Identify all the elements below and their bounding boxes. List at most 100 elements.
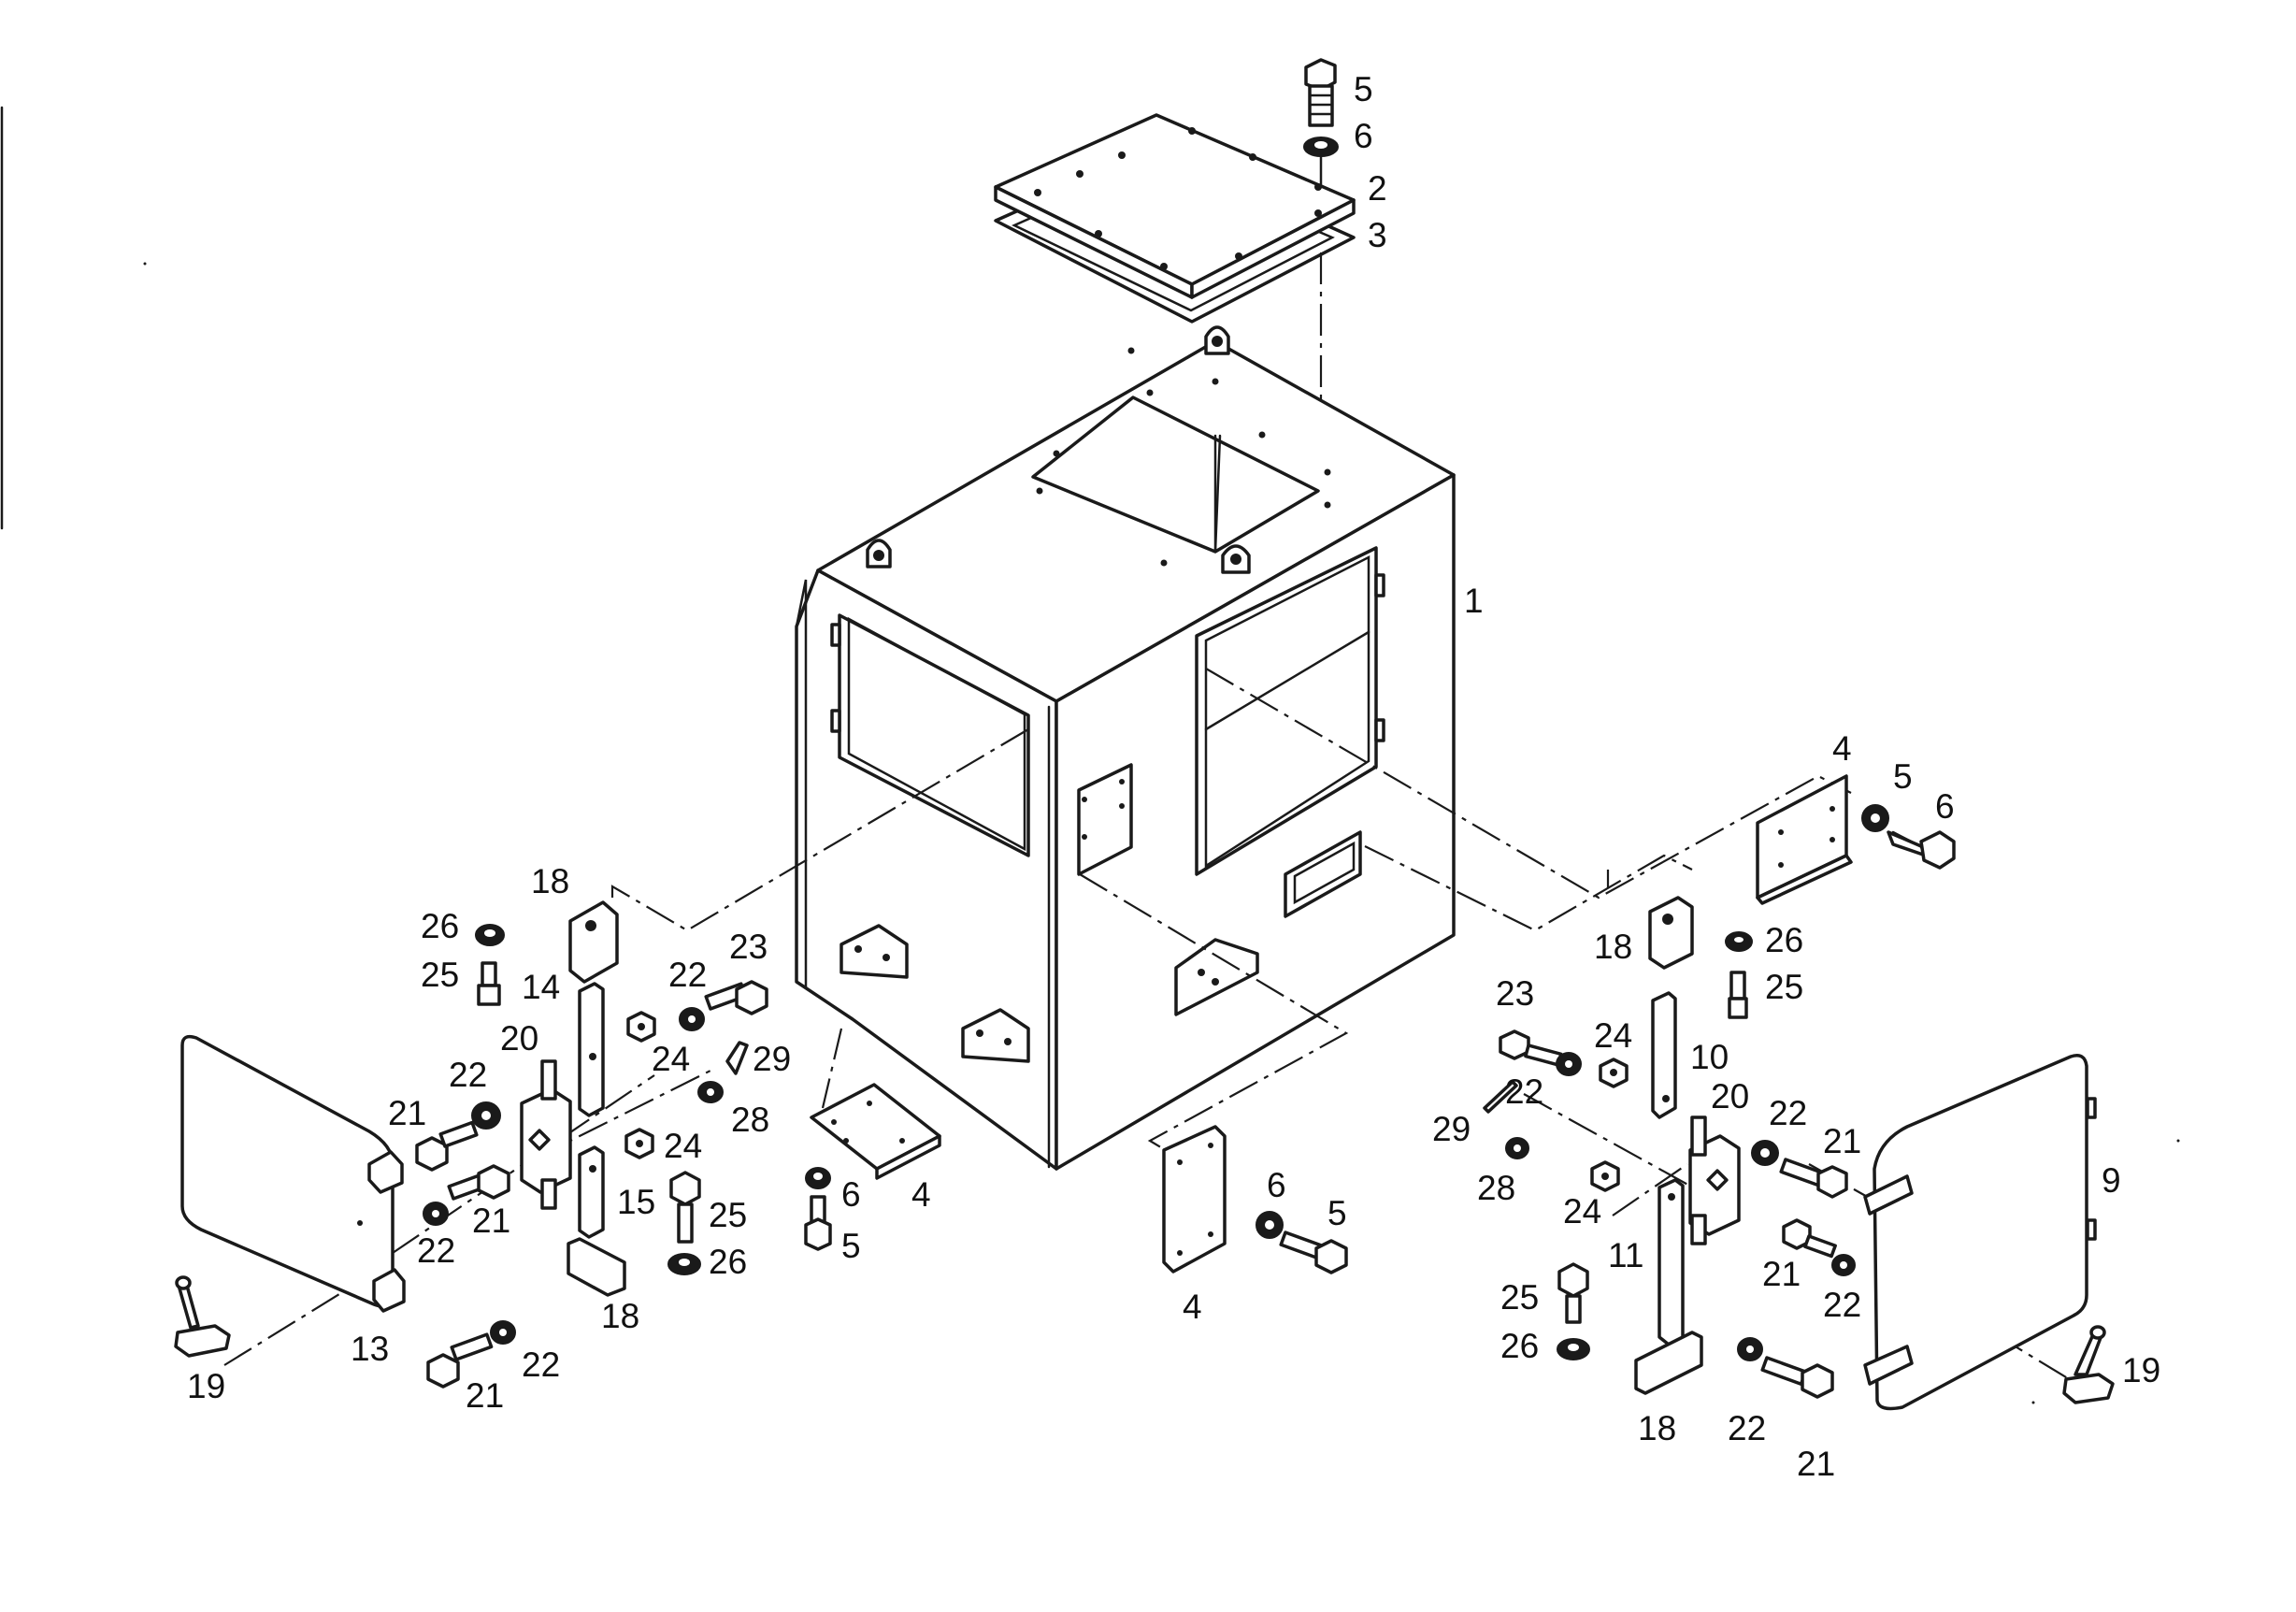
lower-left-plate <box>810 1083 941 1180</box>
callout-19-left: 19 <box>187 1367 225 1405</box>
callout-6-top: 6 <box>1354 117 1373 155</box>
lower-front-plate <box>1162 1125 1227 1274</box>
left-washer-22-a <box>679 1007 705 1031</box>
roof-bolt <box>1304 58 1337 127</box>
right-door-panel <box>1863 1054 2097 1411</box>
left-washer-28 <box>697 1081 724 1103</box>
callout-4-right: 4 <box>1832 729 1852 768</box>
left-pin-29 <box>725 1041 749 1075</box>
callout-labels: 5 6 2 3 1 4 5 6 18 26 25 23 24 10 22 20 … <box>187 70 2160 1483</box>
right-bolt-21-a <box>1779 1158 1848 1199</box>
left-washer-22-d <box>490 1320 516 1345</box>
callout-4-front: 4 <box>1183 1288 1202 1326</box>
right-handle-19 <box>2062 1325 2115 1404</box>
callout-13: 13 <box>351 1330 389 1368</box>
right-bolt-23 <box>1499 1029 1563 1067</box>
lower-front-washer <box>1256 1211 1284 1239</box>
right-washer-26-bot <box>1557 1338 1590 1360</box>
cab-body <box>795 325 1456 1171</box>
callout-22-left-c: 22 <box>417 1231 455 1270</box>
roof-washer <box>1303 137 1339 157</box>
left-bolt-21-a <box>415 1120 479 1172</box>
left-nut-24-top <box>626 1011 656 1043</box>
callout-21-right-c: 21 <box>1797 1445 1835 1483</box>
left-washer-22-b <box>471 1101 501 1130</box>
callout-25-left-top: 25 <box>421 956 459 994</box>
callout-21-right-a: 21 <box>1823 1122 1861 1160</box>
callout-4-under: 4 <box>911 1175 931 1214</box>
right-cover-plate <box>1756 774 1853 905</box>
right-washer-22-a <box>1556 1052 1582 1076</box>
callout-25-right-top: 25 <box>1765 968 1803 1006</box>
right-plate-bolt <box>1887 830 1956 870</box>
roof-plate <box>994 113 1356 299</box>
callout-18-left-bot: 18 <box>601 1297 639 1335</box>
left-bolt-21-b <box>447 1164 510 1201</box>
left-hinge-20 <box>520 1059 572 1210</box>
callout-20-right: 20 <box>1711 1077 1749 1115</box>
callout-28-right: 28 <box>1477 1169 1515 1207</box>
callout-3: 3 <box>1368 216 1387 254</box>
callout-28-left: 28 <box>731 1101 769 1139</box>
left-bolt-25-bot <box>669 1171 701 1244</box>
left-bolt-21-c <box>426 1332 494 1389</box>
callout-24-left-bot: 24 <box>664 1127 702 1165</box>
callout-26-left-top: 26 <box>421 907 459 945</box>
right-hinge-leaf-10 <box>1651 991 1677 1119</box>
right-nut-24-bot <box>1590 1160 1620 1192</box>
callout-25-left-bot: 25 <box>709 1196 747 1234</box>
callout-21-right-b: 21 <box>1762 1255 1801 1293</box>
callout-26-right-top: 26 <box>1765 921 1803 959</box>
callout-26-left-bot: 26 <box>709 1243 747 1281</box>
left-handle-19 <box>174 1275 231 1358</box>
left-hinge-leaf-14 <box>578 982 605 1117</box>
callout-18-right-bot: 18 <box>1638 1409 1676 1447</box>
right-bolt-21-c <box>1760 1356 1834 1399</box>
callout-29-left: 29 <box>753 1040 791 1078</box>
callout-24-right-bot: 24 <box>1563 1192 1601 1231</box>
left-washer-22-c <box>423 1202 449 1226</box>
right-bolt-25-top <box>1728 971 1748 1019</box>
callout-22-right-a: 22 <box>1505 1072 1543 1111</box>
callout-23-left: 23 <box>729 928 768 966</box>
callout-2: 2 <box>1368 169 1387 208</box>
left-bolt-23 <box>704 980 768 1015</box>
callout-10: 10 <box>1690 1038 1729 1076</box>
callout-22-right-d: 22 <box>1728 1409 1766 1447</box>
callout-6-front: 6 <box>1267 1166 1286 1204</box>
callout-5-top: 5 <box>1354 70 1373 108</box>
left-washer-26-bot <box>667 1253 701 1275</box>
callout-22-left-b: 22 <box>449 1056 487 1094</box>
callout-22-right-c: 22 <box>1823 1286 1861 1324</box>
lower-front-bolt <box>1279 1231 1348 1274</box>
right-washer-22-c <box>1831 1254 1856 1276</box>
left-door-panel <box>180 1034 406 1313</box>
right-bolt-25-bot <box>1557 1262 1589 1324</box>
callout-18-right-top: 18 <box>1594 928 1632 966</box>
lower-left-bolt <box>804 1195 832 1251</box>
callout-21-left-b: 21 <box>472 1202 510 1240</box>
callout-29-right: 29 <box>1432 1110 1471 1148</box>
callout-1: 1 <box>1464 582 1484 620</box>
callout-14: 14 <box>522 968 560 1006</box>
right-hinge-20 <box>1688 1115 1741 1245</box>
callout-15: 15 <box>617 1183 655 1221</box>
right-nut-24-top <box>1599 1058 1629 1088</box>
callout-5-under: 5 <box>841 1227 861 1265</box>
callout-22-left-a: 22 <box>668 956 707 994</box>
callout-26-right-bot: 26 <box>1500 1327 1539 1365</box>
left-nut-24-bot <box>624 1128 654 1159</box>
callout-21-left-a: 21 <box>388 1094 426 1132</box>
right-washer-22-d <box>1737 1337 1763 1361</box>
callout-24-right-top: 24 <box>1594 1016 1632 1055</box>
callout-25-right-bot: 25 <box>1500 1278 1539 1317</box>
right-pin-29 <box>1483 1080 1518 1114</box>
right-hinge-leaf-11 <box>1657 1178 1685 1346</box>
left-washer-26-top <box>475 924 505 946</box>
right-plate-washer <box>1861 804 1889 832</box>
right-washer-22-b <box>1751 1140 1779 1166</box>
right-bolt-21-b <box>1782 1218 1837 1259</box>
callout-11: 11 <box>1608 1236 1643 1274</box>
left-bolt-25-top <box>477 961 501 1006</box>
